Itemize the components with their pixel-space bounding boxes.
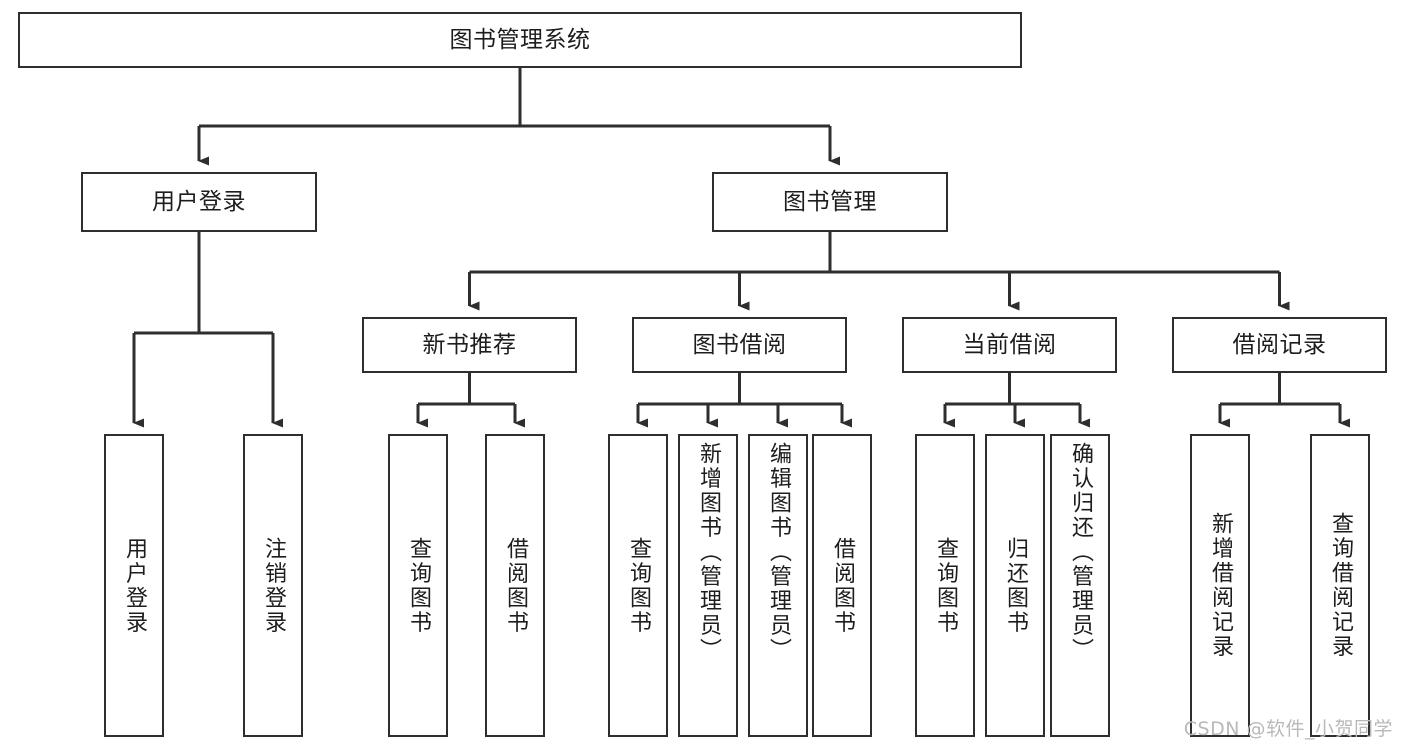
node-label-root: 图书管理系统: [449, 26, 591, 53]
node-borrow-record[interactable]: 借阅记录: [1172, 317, 1387, 373]
node-label-book-borrow: 图书借阅: [692, 331, 787, 358]
node-leaf-user-login[interactable]: 用户登录: [104, 434, 164, 737]
node-label-leaf-query-book-current: 查询图书: [933, 536, 958, 635]
node-label-book-manage: 图书管理: [783, 188, 877, 215]
node-leaf-query-book-current[interactable]: 查询图书: [915, 434, 975, 737]
node-leaf-confirm-return[interactable]: 确认归还（管理员）: [1050, 434, 1110, 737]
node-label-leaf-add-book: 新增图书（管理员）: [696, 442, 721, 663]
node-leaf-logout[interactable]: 注销登录: [243, 434, 303, 737]
connector-conn-bookmanage-level3: [468, 232, 1290, 311]
node-leaf-query-book-borrow[interactable]: 查询图书: [608, 434, 668, 737]
node-new-book-recommend[interactable]: 新书推荐: [362, 317, 577, 373]
connector-conn-borrow-leaves: [636, 373, 852, 428]
node-label-leaf-query-record: 查询借阅记录: [1328, 512, 1353, 659]
node-label-user-login: 用户登录: [152, 188, 246, 215]
node-label-leaf-return-book: 归还图书: [1003, 536, 1028, 635]
node-leaf-query-book-recommend[interactable]: 查询图书: [388, 434, 448, 737]
connector-conn-record-leaves: [1218, 373, 1350, 428]
connector-conn-root-level2: [197, 68, 840, 166]
node-leaf-add-record[interactable]: 新增借阅记录: [1190, 434, 1250, 737]
node-book-manage[interactable]: 图书管理: [712, 172, 948, 232]
node-leaf-add-book[interactable]: 新增图书（管理员）: [678, 434, 738, 737]
node-label-current-borrow: 当前借阅: [962, 331, 1057, 358]
node-label-leaf-query-book-recommend: 查询图书: [406, 536, 431, 635]
node-label-leaf-edit-book: 编辑图书（管理员）: [766, 442, 791, 663]
connector-conn-userlogin-leaves: [132, 232, 283, 428]
node-label-leaf-borrow-book-recommend: 借阅图书: [503, 536, 528, 635]
node-root[interactable]: 图书管理系统: [18, 12, 1022, 68]
node-label-leaf-logout: 注销登录: [261, 536, 286, 635]
node-leaf-edit-book[interactable]: 编辑图书（管理员）: [748, 434, 808, 737]
csdn-watermark: CSDN @软件_小贺同学: [1183, 718, 1393, 740]
node-label-leaf-query-book-borrow: 查询图书: [626, 536, 651, 635]
node-leaf-return-book[interactable]: 归还图书: [985, 434, 1045, 737]
node-leaf-borrow-book-recommend[interactable]: 借阅图书: [485, 434, 545, 737]
node-label-borrow-record: 借阅记录: [1232, 331, 1327, 358]
node-label-leaf-user-login: 用户登录: [122, 536, 147, 635]
node-leaf-query-record[interactable]: 查询借阅记录: [1310, 434, 1370, 737]
connector-conn-current-leaves: [943, 373, 1090, 428]
node-current-borrow[interactable]: 当前借阅: [902, 317, 1117, 373]
connector-conn-recommend-leaves: [416, 373, 525, 428]
node-book-borrow[interactable]: 图书借阅: [632, 317, 847, 373]
node-leaf-borrow-book[interactable]: 借阅图书: [812, 434, 872, 737]
node-label-leaf-confirm-return: 确认归还（管理员）: [1068, 442, 1093, 663]
node-label-new-book-recommend: 新书推荐: [422, 331, 517, 358]
node-label-leaf-add-record: 新增借阅记录: [1208, 512, 1233, 659]
node-label-leaf-borrow-book: 借阅图书: [830, 536, 855, 635]
node-user-login[interactable]: 用户登录: [81, 172, 317, 232]
